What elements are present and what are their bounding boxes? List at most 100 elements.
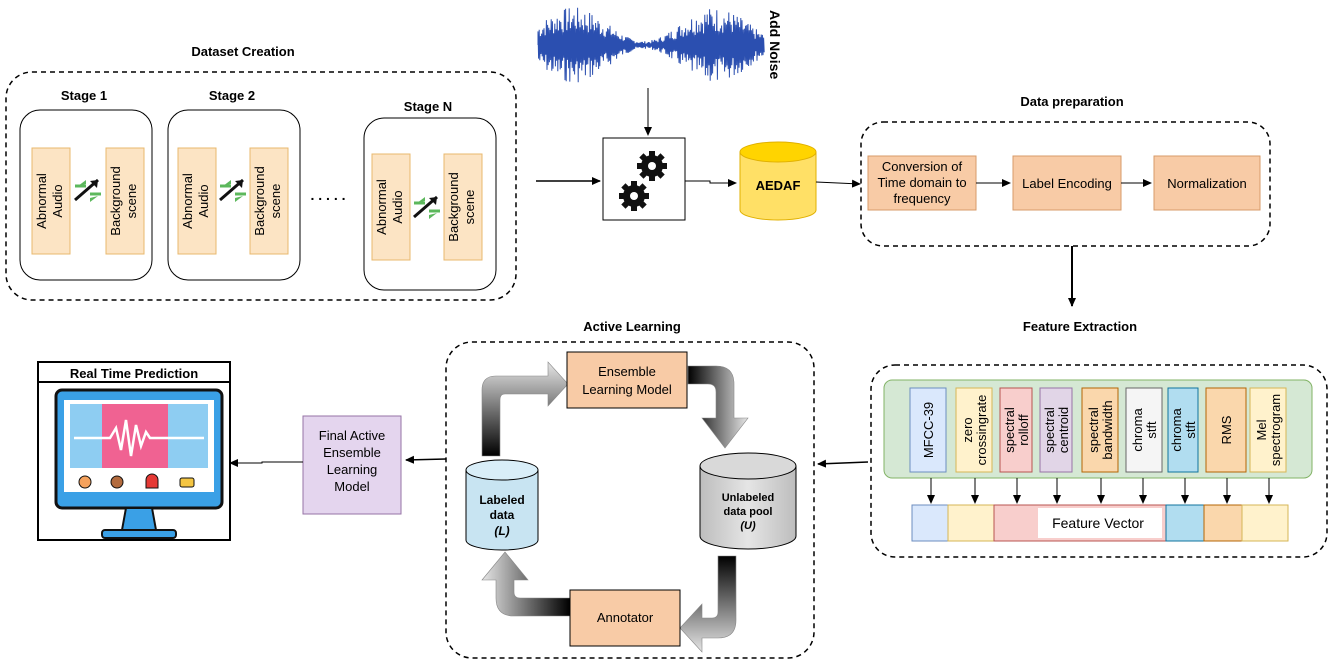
conversion-line2: Time domain to [877,175,966,190]
siren-icon [145,473,159,489]
feature-box-0 [909,387,947,473]
conversion-line1: Conversion of [882,159,963,174]
conversion-line3: frequency [893,191,951,206]
active-learning-frame [445,341,815,659]
realtime-title: Real Time Prediction [70,366,198,381]
person-icon [78,475,92,489]
stage-1-audio-line1: Abnormal [34,173,49,229]
label-encoding-label: Label Encoding [1022,176,1112,191]
stage-ellipsis: . . . . . [310,187,345,203]
flow-arrow-annotator-to-labeled [481,551,571,617]
feature-label-2: rolloff [1016,414,1031,446]
flow-arrow-labeled-to-model [481,361,569,457]
feature-extraction-title: Feature Extraction [1023,319,1137,334]
processor-box [602,137,686,221]
stage-1-scene-box [105,147,145,255]
stage-n-label: Stage N [404,99,452,114]
labeled-line2: data [490,508,515,522]
stage-n-scene-line1: Background [446,172,461,241]
stage-1-scene-line1: Background [108,166,123,235]
noise-waveform: Add Noise [537,7,783,83]
label-encoding-step [1012,155,1122,211]
arrow-final-to-realtime [229,459,303,467]
feature-box-2 [999,387,1033,473]
stage-n-scene-box [443,153,483,261]
final-model-line4: Model [334,479,370,494]
feature-box-7 [1205,387,1247,473]
unlabeled-symbol: (U) [740,520,756,532]
flow-arrow-pool-to-annotator [679,555,737,653]
stage-1-scene-line2: scene [124,184,139,219]
feature-label-4: bandwidth [1100,400,1115,459]
aedaf-label: AEDAF [756,178,801,193]
stage-2-audio-box [177,147,217,255]
arrow-processor-to-database [685,179,737,187]
feature-label-1: crossingrate [974,395,989,466]
dataset-creation: Dataset Creation Stage 1 Stage 2 . . . .… [5,44,517,301]
feature-label-6: stft [1183,421,1198,439]
stage-2-label: Stage 2 [209,88,255,103]
feature-label-3: spectral [1042,407,1057,453]
data-preparation-frame [860,121,1271,247]
feature-label-0: MFCC-39 [921,402,936,458]
waveform-icon [537,7,765,83]
stage-1: Stage 1 [19,88,153,281]
feature-label-2: spectral [1002,407,1017,453]
data-preparation-title: Data preparation [1020,94,1123,109]
stage-2-scene-line2: scene [268,184,283,219]
stage-n-audio-line2: Audio [390,190,405,223]
signal-wave-icon [74,419,204,457]
feature-label-6: chroma [1169,408,1184,452]
active-learning: Active Learning Ensemble Learning Model … [445,319,815,659]
add-noise-label: Add Noise [767,10,783,79]
woman-icon [110,475,124,489]
stage-2-audio-line2: Audio [196,184,211,217]
stage-2-scene-box [249,147,289,255]
feature-extraction-frame [870,364,1328,558]
feature-label-3: centroid [1056,407,1071,453]
crash-icon [179,477,195,488]
feature-vector-label: Feature Vector [1052,515,1144,531]
labeled-line1: Labeled [479,493,524,507]
stage-2: Stage 2 [167,88,301,281]
labeled-data: Labeled data (L) [465,459,539,551]
swap-icon [219,178,246,202]
feature-box-1 [955,387,993,473]
unlabeled-line1: Unlabeled [722,492,775,504]
feature-box-5 [1125,387,1163,473]
normalization-label: Normalization [1167,176,1246,191]
realtime-prediction: Real Time Prediction [37,361,231,541]
ensemble-model-line2: Learning Model [582,382,672,397]
conversion-step [867,155,977,211]
stage-1-audio-line2: Audio [50,184,65,217]
feature-label-5: stft [1144,421,1159,439]
swap-icon [74,178,101,202]
ensemble-model-box [566,351,688,409]
final-model: Final Active Ensemble Learning Model [302,415,402,515]
unlabeled-line2: data pool [724,506,773,518]
stage-1-audio-box [31,147,71,255]
unlabeled-data-pool: Unlabeled data pool (U) [699,452,797,550]
arrow-database-to-preparation [815,179,861,188]
dataset-creation-frame [5,71,517,301]
active-learning-title: Active Learning [583,319,681,334]
final-model-line1: Final Active [319,428,385,443]
feature-vector: Feature Vector [911,504,1289,542]
annotator-box [569,589,681,647]
flow-arrow-model-to-pool [687,365,749,449]
feature-label-7: RMS [1219,415,1234,444]
stage-2-audio-line1: Abnormal [180,173,195,229]
feature-label-5: chroma [1130,408,1145,452]
feature-label-8: spectrogram [1268,394,1283,466]
normalization-step [1153,155,1261,211]
final-model-line2: Ensemble [323,445,381,460]
feature-label-4: spectral [1086,407,1101,453]
feature-box-6 [1167,387,1199,473]
feature-label-1: zero [960,417,975,442]
data-preparation: Data preparation Conversion of Time doma… [860,94,1271,247]
stage-n-scene-line2: scene [462,190,477,225]
arrow-features-to-active-learning [817,459,869,468]
gears-icon [619,151,667,211]
